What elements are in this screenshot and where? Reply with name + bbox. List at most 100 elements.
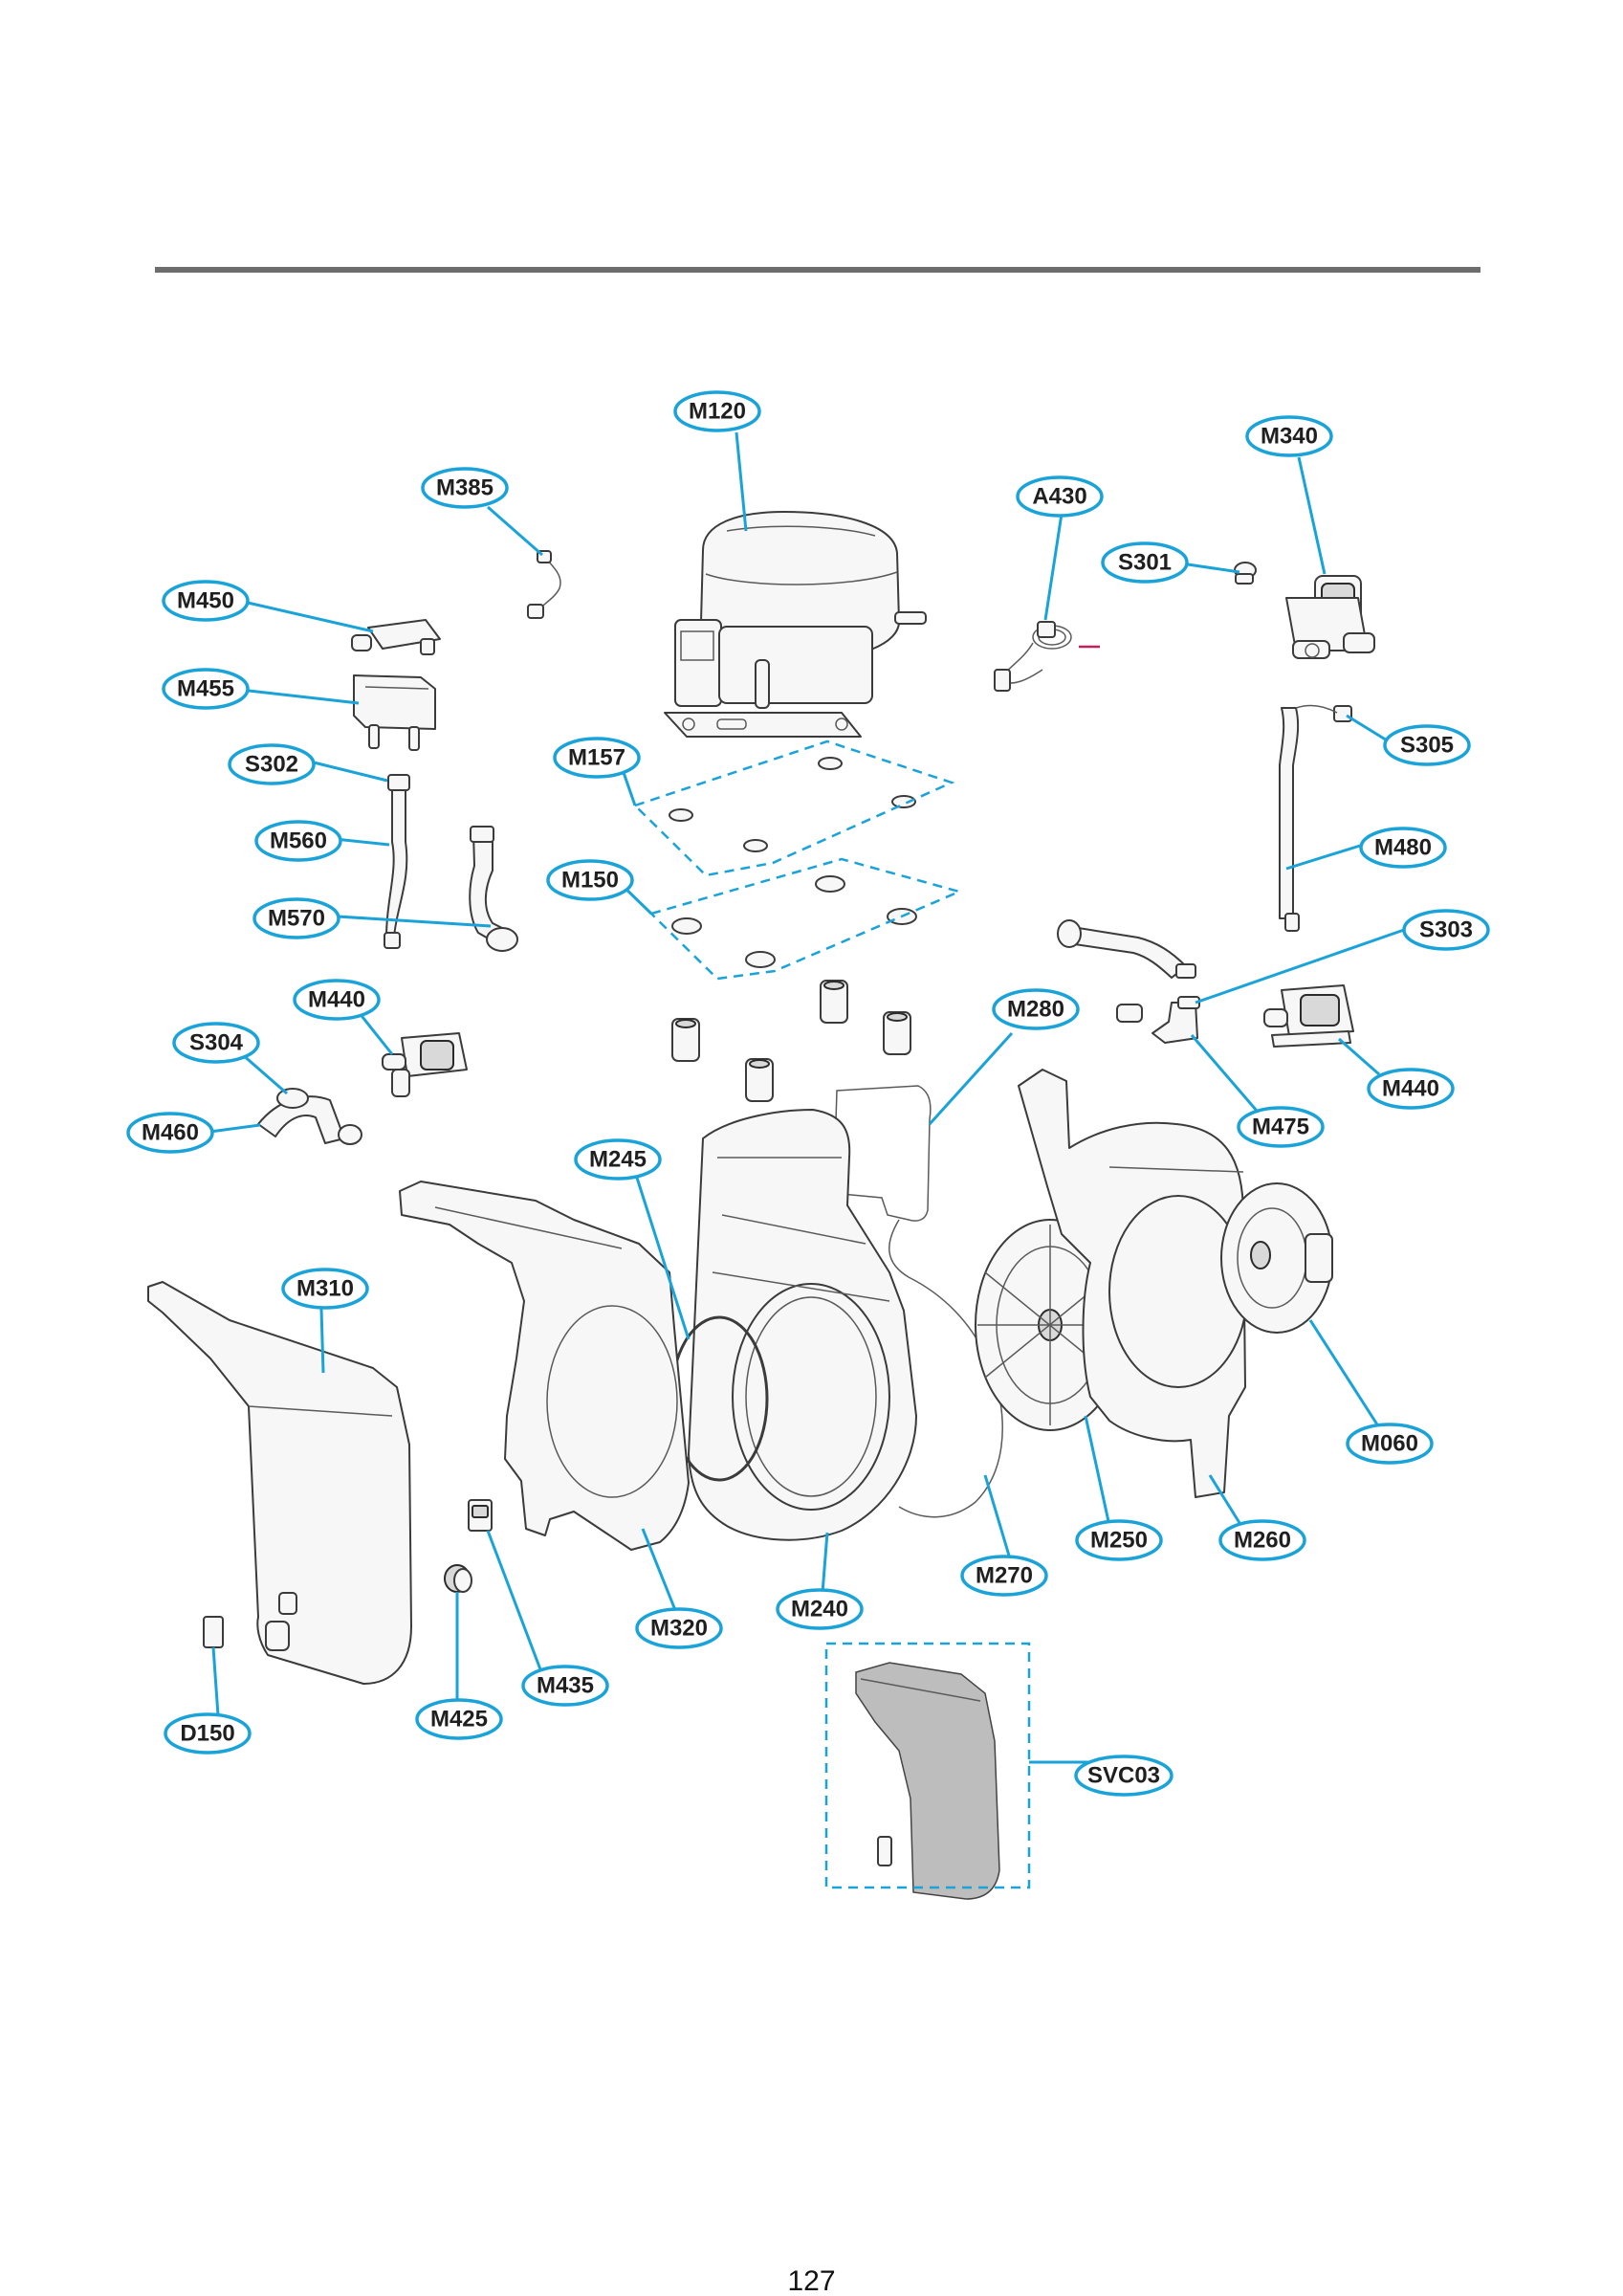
callout-S302: S302 — [228, 743, 316, 785]
callout-M475: M475 — [1237, 1106, 1325, 1148]
svg-text:M120: M120 — [689, 399, 746, 425]
callout-M440-left: M440 — [293, 979, 381, 1021]
callout-S305: S305 — [1383, 724, 1471, 766]
callout-M385: M385 — [421, 467, 509, 509]
elbow-hose-part — [469, 826, 518, 952]
svg-text:M425: M425 — [430, 1707, 488, 1733]
callout-M570: M570 — [252, 897, 340, 939]
svg-text:M450: M450 — [177, 588, 234, 614]
svg-text:M440: M440 — [308, 987, 365, 1013]
blower-housing-part — [1018, 1069, 1248, 1498]
svg-text:M570: M570 — [268, 906, 325, 932]
compressor-part — [664, 511, 927, 738]
svg-text:SVC03: SVC03 — [1087, 1763, 1160, 1789]
duct-cover-part — [399, 1181, 690, 1551]
svg-text:S305: S305 — [1400, 733, 1454, 759]
callout-M280: M280 — [992, 988, 1080, 1030]
svg-text:S301: S301 — [1118, 550, 1172, 576]
elbow-fitting-part — [1116, 996, 1200, 1044]
callout-M440-right: M440 — [1367, 1068, 1455, 1110]
callout-M245: M245 — [574, 1138, 662, 1181]
callout-M270: M270 — [960, 1555, 1048, 1597]
page-number: 127 — [787, 2265, 836, 2296]
plate-outline-lower — [648, 857, 963, 981]
svg-text:M560: M560 — [270, 828, 327, 854]
callout-A430: A430 — [1016, 475, 1104, 518]
svg-text:M250: M250 — [1090, 1528, 1148, 1554]
svg-text:M157: M157 — [568, 745, 625, 771]
callout-M320: M320 — [635, 1607, 723, 1649]
duct-housing-part — [688, 1109, 917, 1541]
svg-text:M240: M240 — [791, 1597, 848, 1623]
svg-text:M270: M270 — [976, 1563, 1033, 1589]
knob-part — [444, 1564, 472, 1593]
callout-M310: M310 — [281, 1268, 369, 1310]
service-box-outline — [824, 1642, 1031, 1889]
callout-M435: M435 — [521, 1665, 609, 1707]
callout-M450: M450 — [162, 580, 250, 622]
svg-text:M320: M320 — [650, 1616, 708, 1642]
callout-M460: M460 — [126, 1112, 214, 1154]
callout-S301: S301 — [1101, 541, 1189, 584]
callout-SVC03: SVC03 — [1074, 1755, 1173, 1797]
callout-M060: M060 — [1346, 1423, 1434, 1465]
switch-part — [468, 1499, 493, 1532]
svg-text:M385: M385 — [436, 475, 493, 501]
callout-S303: S303 — [1402, 909, 1490, 951]
svg-text:S303: S303 — [1419, 917, 1473, 943]
callout-M120: M120 — [673, 390, 761, 432]
wire-harness-part — [994, 621, 1100, 692]
sensor-part — [203, 1616, 224, 1648]
svg-text:M280: M280 — [1007, 997, 1064, 1023]
svg-text:M475: M475 — [1252, 1115, 1309, 1140]
cover-part — [351, 619, 441, 655]
mount-plate-upper-part — [669, 757, 916, 852]
front-housing-part — [147, 1281, 412, 1685]
leader-lines — [202, 431, 1405, 1764]
service-assembly-part — [855, 1662, 1000, 1900]
svg-text:M455: M455 — [177, 676, 234, 702]
water-valve-part — [1285, 575, 1375, 659]
header-rule — [155, 267, 1480, 273]
drain-hose-part — [384, 774, 410, 949]
callout-M480: M480 — [1359, 827, 1447, 869]
callout-M560: M560 — [254, 820, 342, 862]
svg-text:M340: M340 — [1261, 424, 1318, 450]
callout-M425: M425 — [415, 1698, 503, 1740]
svg-text:M460: M460 — [142, 1120, 199, 1146]
callout-M250: M250 — [1075, 1519, 1163, 1561]
callout-M455: M455 — [162, 668, 250, 710]
fill-hose-part — [1057, 919, 1196, 979]
svg-text:D150: D150 — [180, 1721, 234, 1747]
svg-text:M150: M150 — [561, 868, 619, 894]
callout-D150: D150 — [164, 1712, 252, 1755]
long-hose-part — [1279, 704, 1352, 932]
svg-text:M310: M310 — [296, 1276, 354, 1302]
svg-text:M435: M435 — [537, 1673, 594, 1699]
svg-text:S302: S302 — [245, 752, 298, 778]
callout-S304: S304 — [172, 1022, 260, 1064]
callout-M157: M157 — [553, 737, 641, 779]
callout-M240: M240 — [776, 1588, 864, 1630]
svg-text:M060: M060 — [1361, 1431, 1418, 1457]
svg-text:M245: M245 — [589, 1147, 647, 1173]
thermostat-wire-part — [527, 550, 561, 619]
bracket-part — [353, 674, 436, 751]
svg-text:S304: S304 — [189, 1030, 244, 1056]
callout-M150: M150 — [546, 859, 634, 901]
svg-text:M480: M480 — [1374, 835, 1432, 861]
callout-M260: M260 — [1218, 1519, 1306, 1561]
drain-pump-right-part — [1263, 984, 1354, 1048]
svg-text:M440: M440 — [1382, 1076, 1439, 1102]
blower-motor-part — [1220, 1182, 1333, 1334]
short-hose-part — [257, 1088, 362, 1145]
svg-text:M260: M260 — [1234, 1528, 1291, 1554]
hose-clamp-part — [1234, 562, 1257, 585]
svg-text:A430: A430 — [1032, 484, 1086, 510]
mount-plate-lower-part — [671, 875, 917, 968]
grommet-set-part — [671, 980, 911, 1102]
callout-M340: M340 — [1245, 415, 1333, 457]
plate-outline-upper — [632, 740, 955, 877]
